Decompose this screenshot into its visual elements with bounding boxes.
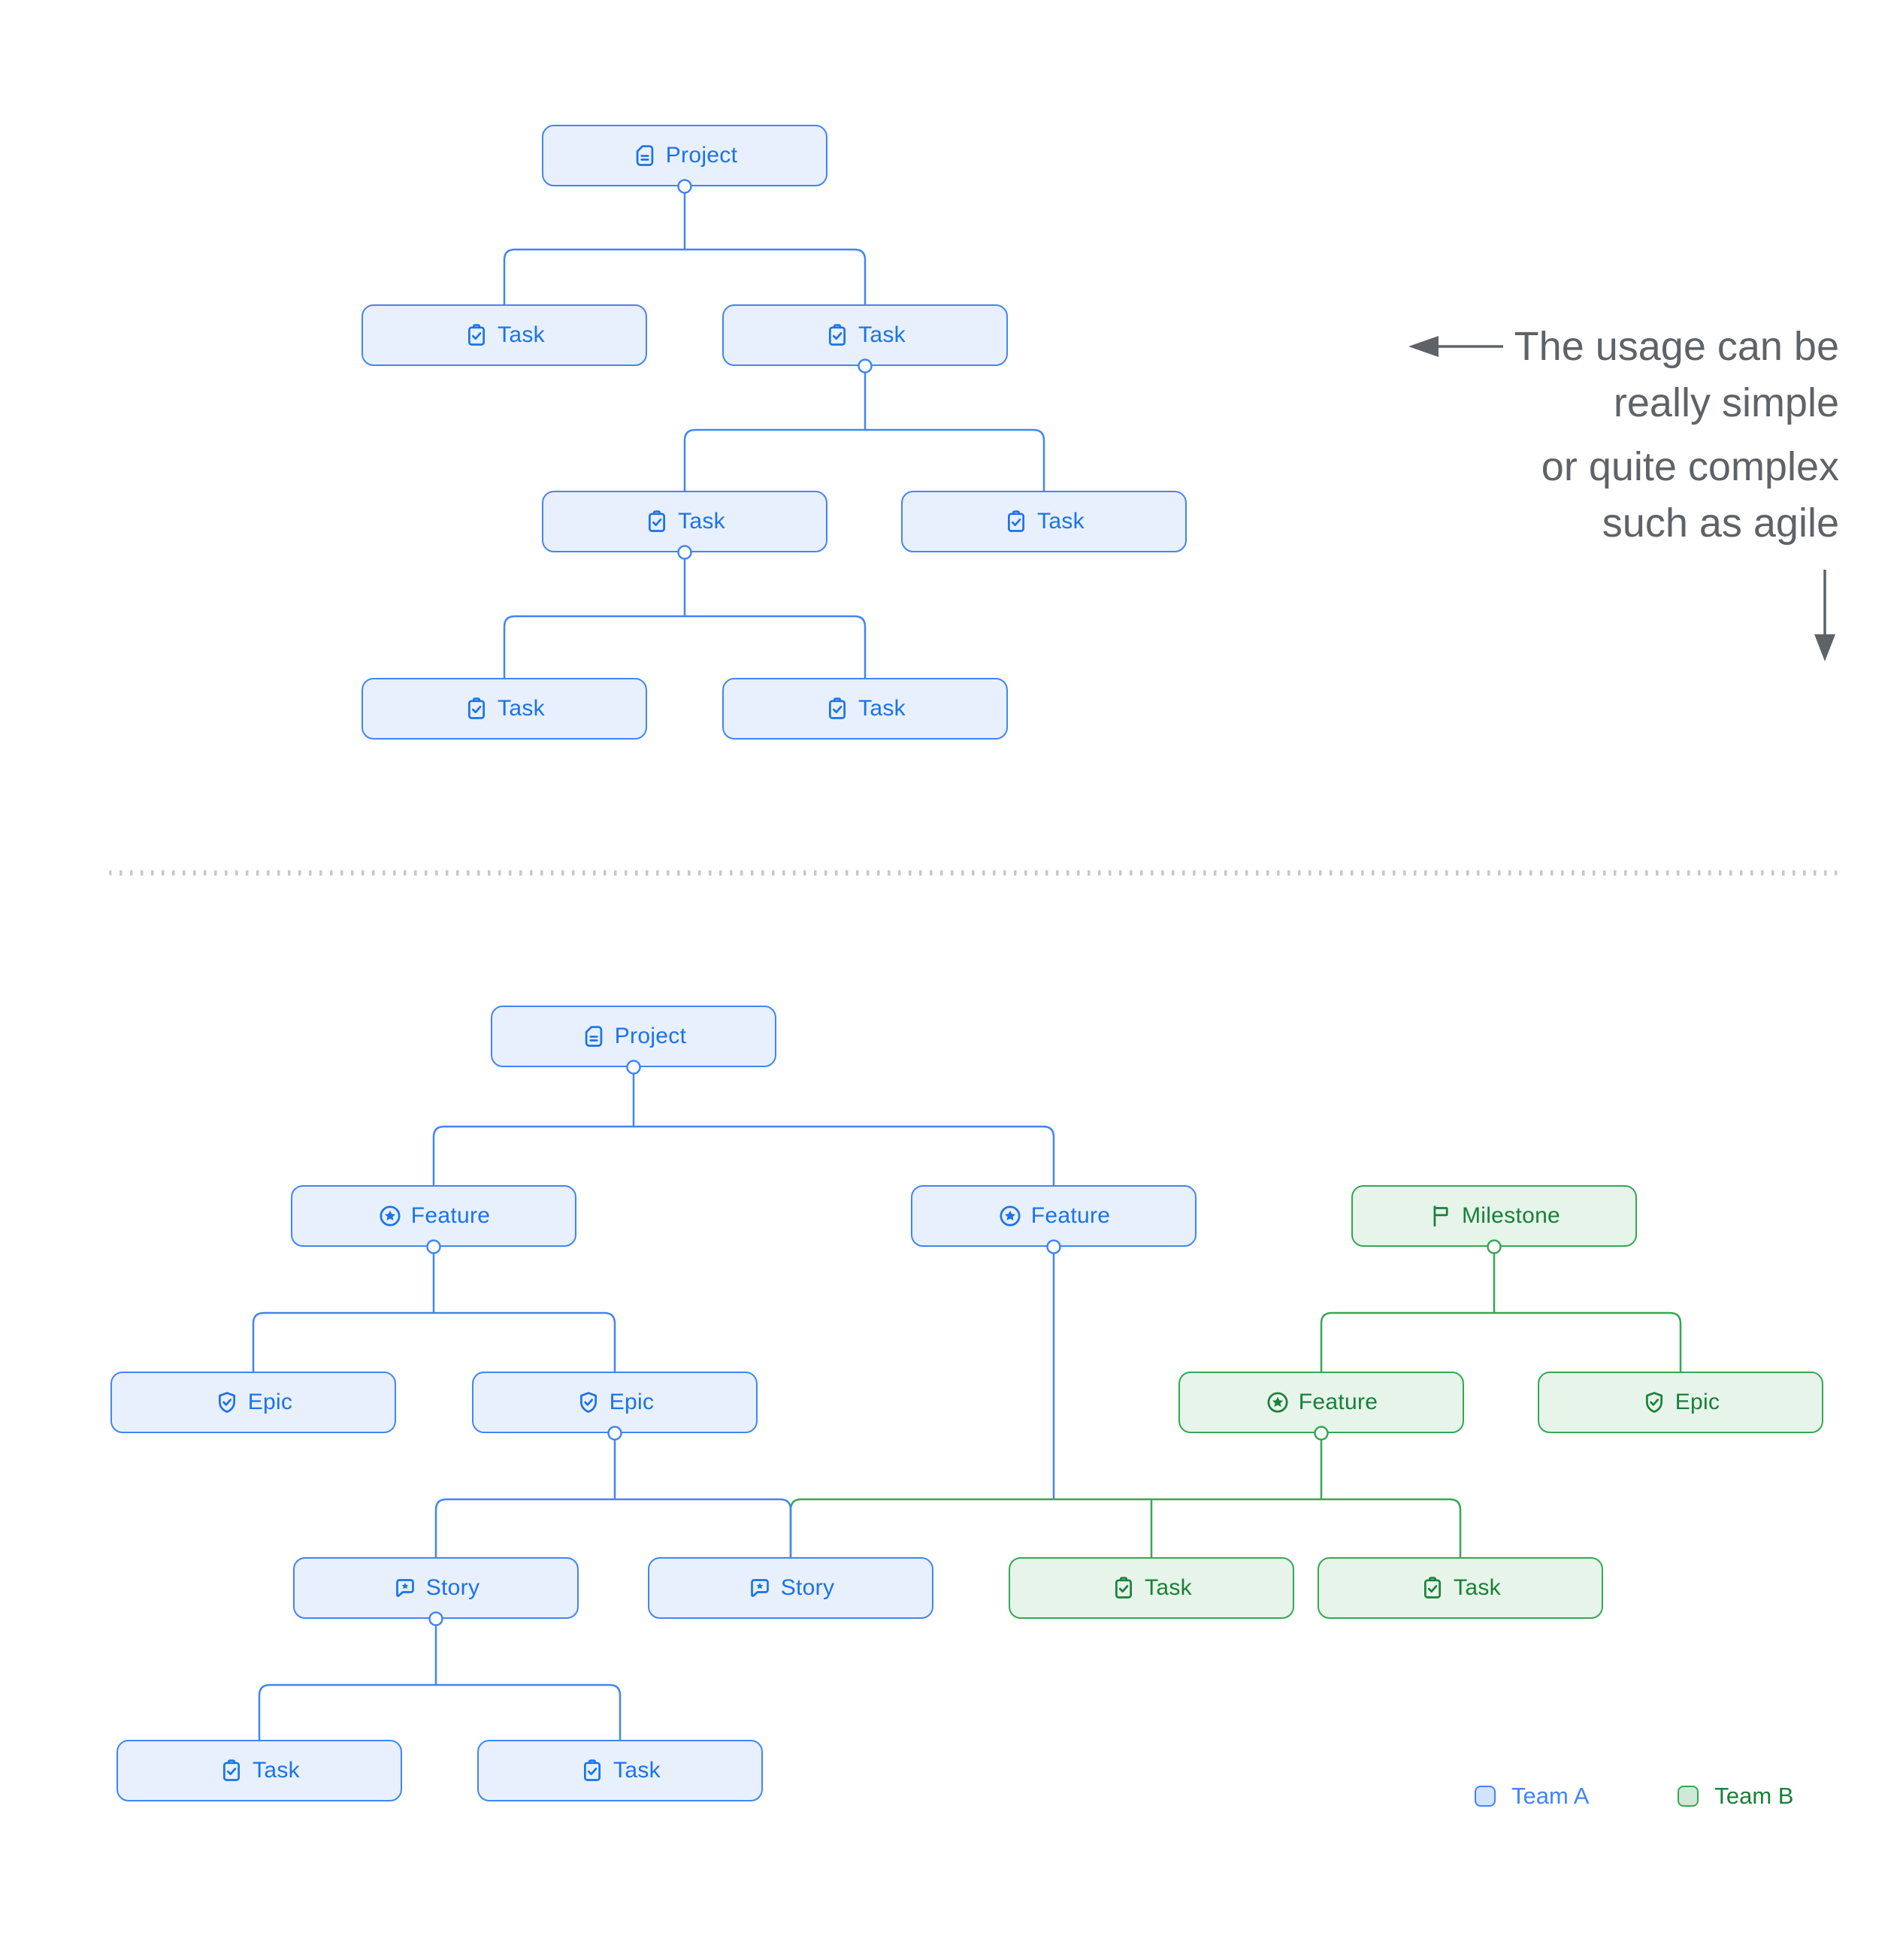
node-label: Feature bbox=[1030, 1203, 1111, 1228]
arrow-down-head bbox=[1814, 634, 1835, 661]
node-task-green-2[interactable]: Task bbox=[1318, 1557, 1603, 1619]
epic-shield-icon bbox=[576, 1390, 601, 1415]
node-project-simple[interactable]: Project bbox=[542, 125, 827, 186]
node-task-bottom-2[interactable]: Task bbox=[477, 1740, 763, 1801]
node-label: Task bbox=[253, 1758, 300, 1783]
node-label: Story bbox=[780, 1575, 835, 1600]
node-label: Project bbox=[614, 1024, 687, 1048]
annotation-line-2: really simple bbox=[1613, 380, 1839, 425]
legend-team-a-label: Team A bbox=[1511, 1783, 1590, 1809]
node-feature-green[interactable]: Feature bbox=[1178, 1372, 1464, 1433]
node-epic-1[interactable]: Epic bbox=[110, 1372, 396, 1433]
connector-feature1-bar bbox=[252, 1311, 616, 1372]
feature-star-icon bbox=[997, 1203, 1023, 1229]
connector-epic2-bar bbox=[434, 1498, 792, 1557]
node-label: Task bbox=[858, 696, 906, 721]
node-story-2[interactable]: Story bbox=[648, 1557, 933, 1619]
annotation-line-4: such as agile bbox=[1602, 501, 1839, 546]
node-label: Epic bbox=[247, 1390, 293, 1414]
node-label: Epic bbox=[1675, 1390, 1720, 1414]
document-icon bbox=[632, 143, 658, 168]
connector-milestone-bar bbox=[1320, 1311, 1682, 1372]
node-label: Task bbox=[678, 509, 725, 534]
node-label: Task bbox=[858, 322, 906, 347]
epic-shield-icon bbox=[214, 1390, 240, 1415]
section-divider bbox=[109, 870, 1838, 876]
connector-bar-l3 bbox=[503, 615, 867, 678]
node-label: Project bbox=[665, 143, 738, 168]
node-task-simple-6[interactable]: Task bbox=[722, 678, 1008, 740]
node-feature-2[interactable]: Feature bbox=[911, 1185, 1197, 1247]
node-feature-1[interactable]: Feature bbox=[291, 1185, 576, 1247]
task-icon bbox=[1111, 1575, 1136, 1601]
node-task-simple-1[interactable]: Task bbox=[362, 304, 647, 366]
connector-project2-bar bbox=[432, 1125, 1055, 1185]
task-icon bbox=[219, 1758, 244, 1783]
node-label: Task bbox=[1145, 1575, 1192, 1600]
node-label: Story bbox=[425, 1575, 480, 1600]
legend: Team A Team B bbox=[1475, 1783, 1794, 1810]
node-label: Feature bbox=[1298, 1390, 1378, 1414]
task-icon bbox=[824, 322, 850, 348]
node-label: Epic bbox=[609, 1390, 655, 1414]
node-project-complex[interactable]: Project bbox=[491, 1006, 776, 1067]
feature-star-icon bbox=[377, 1203, 403, 1229]
task-icon bbox=[464, 322, 489, 348]
node-label: Feature bbox=[410, 1203, 491, 1228]
milestone-flag-icon bbox=[1428, 1203, 1454, 1229]
feature-star-icon bbox=[1265, 1390, 1290, 1415]
node-story-1[interactable]: Story bbox=[293, 1557, 579, 1619]
epic-shield-icon bbox=[1641, 1390, 1667, 1415]
team-b-swatch-icon bbox=[1678, 1786, 1699, 1807]
node-task-simple-3[interactable]: Task bbox=[542, 491, 827, 552]
connector-bar-l2 bbox=[683, 428, 1045, 491]
node-epic-green[interactable]: Epic bbox=[1538, 1372, 1823, 1433]
node-milestone[interactable]: Milestone bbox=[1351, 1185, 1637, 1247]
node-label: Task bbox=[498, 696, 545, 721]
node-task-simple-5[interactable]: Task bbox=[362, 678, 647, 740]
node-task-bottom-1[interactable]: Task bbox=[116, 1740, 402, 1801]
task-icon bbox=[579, 1758, 605, 1783]
story-bubble-icon bbox=[747, 1575, 773, 1601]
connector-story1-bar bbox=[258, 1683, 622, 1740]
task-icon bbox=[824, 696, 850, 721]
task-icon bbox=[464, 696, 489, 721]
legend-team-b: Team B bbox=[1678, 1783, 1794, 1810]
annotation-line-1: The usage can be bbox=[1514, 324, 1839, 369]
team-a-swatch-icon bbox=[1475, 1786, 1496, 1807]
legend-team-a: Team A bbox=[1475, 1783, 1589, 1810]
legend-team-b-label: Team B bbox=[1714, 1783, 1794, 1809]
node-epic-2[interactable]: Epic bbox=[472, 1372, 758, 1433]
document-icon bbox=[581, 1024, 607, 1049]
story-bubble-icon bbox=[392, 1575, 418, 1601]
node-label: Task bbox=[613, 1758, 661, 1783]
task-icon bbox=[1420, 1575, 1445, 1601]
connector-bar-l1 bbox=[503, 248, 867, 304]
arrow-left-head bbox=[1408, 336, 1439, 357]
connector-shared-green-bar bbox=[789, 1498, 1462, 1557]
node-label: Milestone bbox=[1461, 1203, 1561, 1228]
task-icon bbox=[1003, 509, 1029, 534]
annotation-line-3: or quite complex bbox=[1541, 444, 1839, 489]
node-task-green-1[interactable]: Task bbox=[1009, 1557, 1294, 1619]
node-label: Task bbox=[498, 322, 545, 347]
node-label: Task bbox=[1037, 509, 1085, 534]
task-icon bbox=[644, 509, 670, 534]
node-task-simple-2[interactable]: Task bbox=[722, 304, 1008, 366]
node-label: Task bbox=[1454, 1575, 1501, 1600]
node-task-simple-4[interactable]: Task bbox=[901, 491, 1187, 552]
annotation-text: The usage can be really simple or quite … bbox=[1514, 319, 1839, 552]
